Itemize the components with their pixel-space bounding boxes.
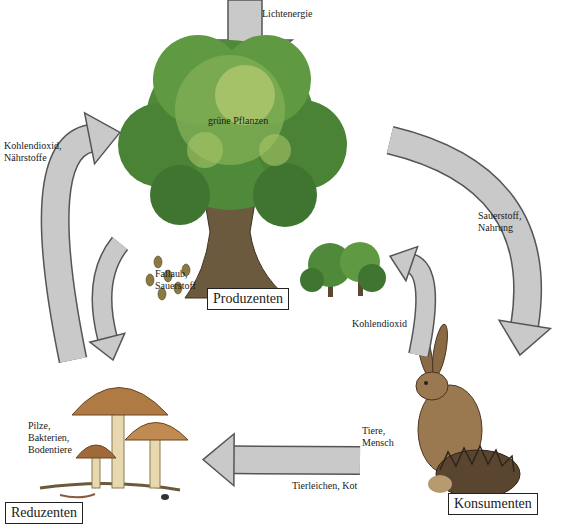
mushrooms	[40, 388, 188, 501]
arrow-head	[85, 113, 120, 164]
illustration-shape	[76, 445, 116, 458]
illustration-shape	[146, 274, 154, 286]
flow-label: Kohlendioxid	[352, 318, 414, 330]
illustration-shape	[72, 388, 168, 416]
arrow-head	[499, 320, 550, 355]
illustration-shape	[187, 132, 223, 168]
flow-arrow	[203, 434, 360, 486]
node-text: Tiere, Mensch	[362, 425, 404, 449]
node-label-box: Reduzenten	[5, 502, 83, 524]
flow-arrow	[55, 113, 120, 360]
arrow-head	[390, 247, 418, 281]
illustration-shape	[424, 381, 428, 385]
illustration-shape	[60, 494, 95, 497]
node-group: Pilze, Bakterien, BodentiereReduzenten	[3, 360, 203, 526]
illustration-shape	[154, 256, 162, 268]
hedgehog	[428, 446, 520, 498]
flow-label: Sauerstoff, Nahrung	[478, 210, 548, 234]
node-text: grüne Pflanzen	[208, 115, 298, 127]
illustration-shape	[161, 494, 169, 500]
arrow-head	[90, 333, 125, 360]
energy-label: Lichtenergie	[262, 8, 312, 20]
arrow-outline	[55, 138, 90, 360]
illustration-shape	[436, 450, 520, 498]
node-label-box: Konsumenten	[448, 493, 538, 515]
flow-arrow	[90, 243, 125, 360]
illustration-shape	[150, 165, 210, 225]
illustration-shape	[112, 410, 124, 488]
arrow-head	[203, 434, 234, 486]
small-trees	[300, 242, 386, 297]
flow-label: Kohlendioxid, Nährstoffe	[4, 140, 74, 164]
illustration-shape	[259, 134, 291, 166]
arrow-outline	[411, 263, 426, 355]
illustration-shape	[92, 455, 100, 488]
illustration-shape	[125, 423, 188, 441]
flow-label: Fallaub, Sauerstoff	[155, 268, 205, 292]
illustration-shape	[253, 163, 317, 227]
node-group: Tiere, MenschKonsumenten	[360, 355, 555, 520]
node-text: Pilze, Bakterien, Bodentiere	[28, 420, 90, 456]
node-label-box: Produzenten	[207, 288, 289, 310]
arrow-body	[233, 447, 360, 474]
flow-arrow	[390, 140, 550, 355]
illustration-shape	[300, 268, 324, 292]
arrow-outline	[233, 445, 360, 475]
illustration-shape	[416, 372, 448, 400]
arrow-body	[55, 138, 90, 360]
illustration-shape	[150, 438, 160, 488]
illustration-shape	[428, 475, 452, 493]
flow-label: Tierleichen, Kot	[292, 480, 372, 492]
arrow-body	[102, 243, 120, 338]
arrow-outline	[102, 243, 120, 338]
illustration-shape	[358, 264, 386, 292]
flow-arrow	[390, 247, 426, 355]
illustration-shape	[440, 446, 514, 472]
arrow-body	[411, 263, 426, 355]
